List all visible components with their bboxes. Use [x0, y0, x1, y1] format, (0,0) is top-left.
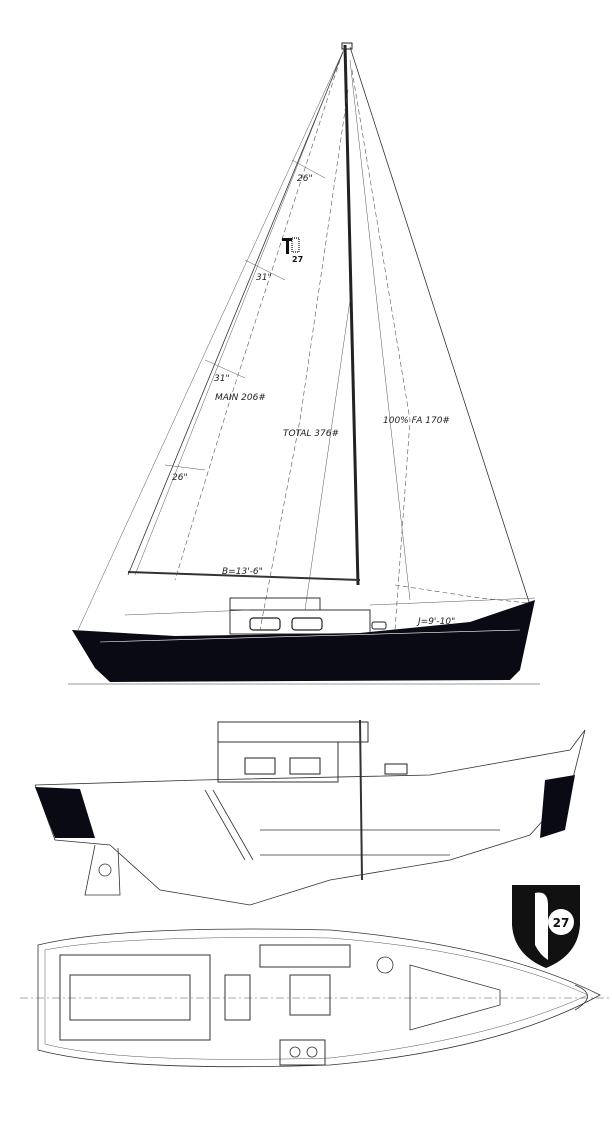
batten-label-3: 31": [214, 374, 230, 384]
jib-foot: [394, 584, 529, 604]
profile-window-2: [289, 757, 321, 775]
lower-shroud: [304, 299, 351, 611]
profile-ladder: [204, 789, 254, 861]
mainsail-roach: [174, 59, 341, 581]
companionway: [224, 974, 251, 1021]
galley: [279, 1039, 326, 1066]
bow-pulpit: [574, 984, 588, 1011]
boom-length-label: B=13'-6": [222, 567, 263, 577]
total-area-label: TOTAL 376#: [283, 429, 339, 439]
keel: [84, 844, 121, 896]
plan-deck-inner: [44, 937, 589, 1060]
main-area-label: MAIN 206#: [215, 393, 266, 403]
stern-black: [35, 787, 95, 838]
porthole-2: [291, 617, 323, 631]
upper-shroud: [349, 59, 411, 601]
backstay: [77, 46, 346, 631]
cockpit: [59, 954, 211, 1041]
emblem-number: 27: [553, 916, 570, 930]
batten-3: [204, 359, 246, 379]
genoa-leech: [351, 69, 411, 631]
head-toilet: [376, 956, 394, 974]
stove-burner-2: [306, 1046, 318, 1058]
forestay: [349, 46, 531, 606]
v-berth: [409, 964, 501, 1031]
mast: [343, 44, 360, 586]
mainsail-leech: [127, 51, 344, 576]
mainsail-leech-2: [134, 57, 341, 576]
masthead: [341, 42, 353, 50]
profile-berth: [260, 829, 500, 856]
profile-window-3: [384, 763, 408, 775]
sail-logo: 27: [282, 237, 303, 264]
profile-hull-bottom: [34, 729, 586, 906]
batten-4: [164, 464, 206, 471]
fore-triangle-label: 100% FA 170#: [383, 416, 450, 426]
batten-label-4: 26": [172, 473, 188, 483]
tartan-emblem: 27: [512, 885, 580, 968]
plan-hull-outline: [37, 928, 601, 1068]
rudder-post: [98, 863, 112, 877]
table: [289, 974, 331, 1016]
j-measure-label: J=9'-10": [416, 617, 455, 627]
porthole-3: [371, 621, 387, 630]
jib-leech: [259, 89, 349, 631]
boot-stripe: [99, 629, 521, 643]
profile-cabin-top: [217, 721, 369, 743]
batten-label-1: 26": [297, 174, 313, 184]
stove-burner-1: [289, 1046, 301, 1058]
hull: [72, 600, 535, 682]
batten-1: [291, 159, 326, 179]
batten-label-2: 31": [256, 273, 272, 283]
porthole-1: [249, 617, 281, 631]
accommodation-plan: [20, 928, 610, 1068]
cockpit-well: [69, 974, 191, 1021]
bow-black: [540, 775, 575, 838]
sail-logo-number: 27: [292, 255, 303, 264]
profile-mast: [359, 719, 363, 881]
boom: [127, 571, 361, 581]
sail-plan: 26" 31" 31" 26" 27 MAIN 206# TOTAL 376# …: [68, 42, 540, 685]
profile-sheer: [34, 729, 586, 786]
lifeline: [124, 597, 536, 616]
profile-window-1: [244, 757, 276, 775]
batten-2: [244, 259, 286, 281]
settee-port: [259, 944, 351, 968]
inboard-profile: [34, 719, 586, 906]
